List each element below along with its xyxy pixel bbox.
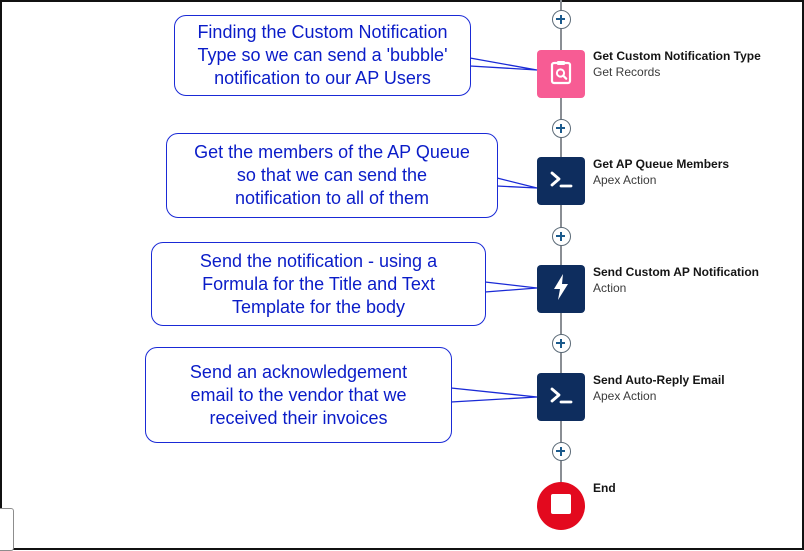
node-label-get-custom-notification-type[interactable]: Get Custom Notification Type Get Records (593, 48, 761, 80)
node-label-send-custom-ap-notification[interactable]: Send Custom AP Notification Action (593, 264, 759, 296)
node-title: Get AP Queue Members (593, 157, 730, 171)
node-subtitle: Apex Action (593, 389, 657, 403)
node-label-get-ap-queue-members[interactable]: Get AP Queue Members Apex Action (593, 156, 729, 188)
callout-line: so that we can send the (236, 165, 428, 185)
add-element-button[interactable] (551, 119, 571, 138)
stop-icon (550, 493, 572, 520)
get-records-icon (548, 59, 574, 90)
node-subtitle: Get Records (593, 65, 661, 79)
node-subtitle: Apex Action (593, 173, 657, 187)
callout-line: notification to our AP Users (214, 68, 431, 88)
add-element-button[interactable] (551, 10, 571, 29)
annotation-callout: Finding the Custom Notification Type so … (174, 15, 471, 96)
panel-edge-handle[interactable] (0, 508, 14, 551)
annotation-callout: Send the notification - using a Formula … (151, 242, 486, 326)
add-element-button[interactable] (551, 227, 571, 246)
apex-terminal-icon (547, 382, 575, 413)
end-label: End (593, 481, 616, 495)
callout-line: notification to all of them (234, 188, 430, 208)
annotation-callout: Get the members of the AP Queue so that … (166, 133, 498, 218)
callout-line: Formula for the Title and Text (202, 273, 435, 294)
end-node[interactable] (537, 482, 585, 530)
add-element-button[interactable] (551, 442, 571, 461)
callout-line: Template for the body (231, 296, 406, 317)
node-get-custom-notification-type[interactable] (537, 50, 585, 98)
callout-line: received their invoices (209, 407, 388, 428)
node-title: Send Auto-Reply Email (593, 373, 725, 387)
lightning-bolt-icon (549, 272, 573, 307)
callout-line: Send an acknowledgement (189, 361, 408, 382)
node-label-send-auto-reply-email[interactable]: Send Auto-Reply Email Apex Action (593, 372, 725, 404)
add-element-button[interactable] (551, 334, 571, 353)
node-get-ap-queue-members[interactable] (537, 157, 585, 205)
callout-line: Finding the Custom Notification (197, 22, 448, 42)
node-title: Send Custom AP Notification (593, 265, 760, 279)
callout-line: Get the members of the AP Queue (194, 142, 470, 162)
callout-line: Send the notification - using a (199, 250, 438, 271)
node-title: Get Custom Notification Type (593, 49, 761, 63)
node-send-custom-ap-notification[interactable] (537, 265, 585, 313)
annotation-callout: Send an acknowledgement email to the ven… (145, 347, 452, 443)
apex-terminal-icon (547, 166, 575, 197)
callout-line: Type so we can send a 'bubble' (197, 45, 448, 65)
node-send-auto-reply-email[interactable] (537, 373, 585, 421)
callout-line: email to the vendor that we (190, 384, 407, 405)
node-label-end[interactable]: End (593, 480, 616, 496)
node-subtitle: Action (593, 281, 627, 295)
